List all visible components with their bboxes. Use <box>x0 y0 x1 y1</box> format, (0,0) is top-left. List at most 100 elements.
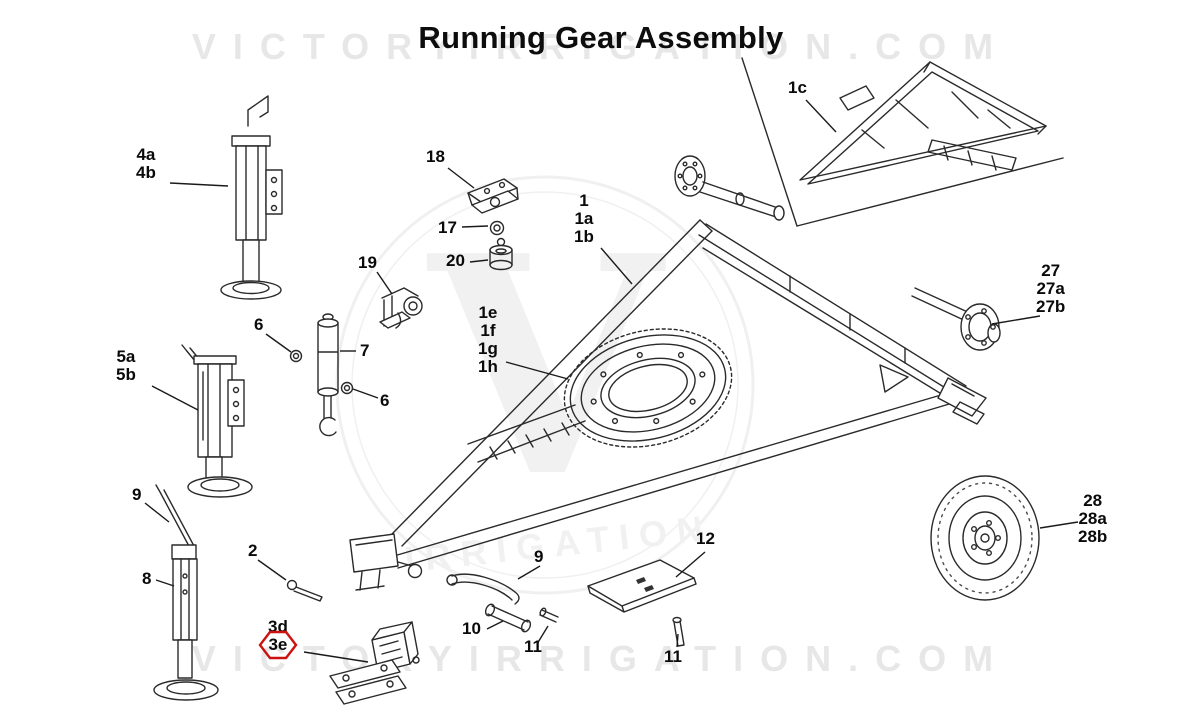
part-number: 28b <box>1078 527 1108 546</box>
part-number: 1 <box>579 191 589 210</box>
pin-2 <box>286 579 323 602</box>
cylinder-7 <box>317 313 339 437</box>
leader-line <box>991 315 1041 325</box>
part-number: 1c <box>788 78 807 97</box>
snap-rings-6 <box>289 349 354 395</box>
part-number: 5a <box>116 347 136 366</box>
part-number: 9 <box>534 547 544 566</box>
highlight-hexagon <box>258 630 298 660</box>
arm-9-center <box>446 573 520 605</box>
inset-boundary-lines <box>741 57 1064 227</box>
jack-4 <box>220 95 283 300</box>
inset-frame-1c <box>799 61 1047 185</box>
leader-line <box>447 167 475 189</box>
label-19: 19 <box>356 254 379 272</box>
leader-line <box>469 259 489 263</box>
leader-line <box>303 651 369 663</box>
part-number: 12 <box>696 529 715 548</box>
part-number: 20 <box>446 251 465 270</box>
roller-10 <box>484 603 532 633</box>
jack-8 <box>153 544 219 701</box>
main-frame <box>391 219 987 569</box>
leader-line <box>144 502 170 523</box>
label-20: 20 <box>444 252 467 270</box>
part-number: 18 <box>426 147 445 166</box>
leader-line <box>805 99 837 133</box>
part-number: 2 <box>248 541 258 560</box>
leader-line <box>600 247 633 285</box>
handle-rod-9-left <box>155 484 195 549</box>
part-number: 27b <box>1036 297 1066 316</box>
label-8: 8 <box>140 570 153 588</box>
part-number: 27a <box>1036 279 1065 298</box>
part-number: 1h <box>478 357 498 376</box>
label-1c: 1c <box>786 79 809 97</box>
leader-line <box>676 633 679 648</box>
leader-line <box>155 579 175 587</box>
label-7: 7 <box>358 342 371 360</box>
part-number: 1f <box>480 321 496 340</box>
label-10: 10 <box>460 620 483 638</box>
part-number: 1b <box>574 227 594 246</box>
leader-line <box>505 361 569 380</box>
part-number: 4b <box>136 163 156 182</box>
label-17: 17 <box>436 219 459 237</box>
part-number: 10 <box>462 619 481 638</box>
part-number: 19 <box>358 253 377 272</box>
part-number: 7 <box>360 341 370 360</box>
label-11-right: 11 <box>662 648 684 666</box>
part-number: 1e <box>478 303 498 322</box>
leader-line <box>461 225 489 228</box>
leader-line <box>265 333 292 353</box>
part-number: 5b <box>116 365 136 384</box>
part-number: 8 <box>142 569 152 588</box>
highlighted-part-number: 3e <box>258 630 298 660</box>
part-number: 4a <box>136 145 156 164</box>
label-18: 18 <box>424 148 447 166</box>
leader-line <box>1039 521 1079 529</box>
leader-line <box>151 385 199 411</box>
leader-line <box>536 625 549 645</box>
hub-27 <box>911 287 1001 351</box>
label-2: 2 <box>246 542 259 560</box>
wheel-28 <box>930 475 1040 601</box>
mount-block-3 <box>329 621 420 705</box>
jack-5 <box>181 344 253 498</box>
part-number: 1g <box>478 339 498 358</box>
part-number: 11 <box>664 647 682 666</box>
leader-line <box>376 271 393 295</box>
watermark-top: VICTORYIRRIGATION.COM <box>191 26 1011 67</box>
part-number: 27 <box>1041 261 1061 280</box>
part-number: 28a <box>1078 509 1107 528</box>
part-number: 1a <box>574 209 594 228</box>
page-title: Running Gear Assembly <box>418 20 784 55</box>
bracket-18-17-20 <box>467 178 519 271</box>
label-12: 12 <box>694 530 717 548</box>
turntable-ring-gear <box>563 328 733 448</box>
plate-12 <box>587 559 697 613</box>
leader-line <box>169 182 229 187</box>
part-number: 11 <box>524 637 542 656</box>
bracket-19 <box>379 287 423 329</box>
leader-line <box>486 620 504 630</box>
label-11-left: 11 <box>522 638 544 656</box>
label-9-left: 9 <box>130 486 143 504</box>
part-number: 6 <box>254 315 264 334</box>
leader-line <box>257 559 287 581</box>
leader-line <box>517 565 541 580</box>
leader-line <box>675 551 706 578</box>
hitch <box>349 533 423 591</box>
label-6-lower: 6 <box>378 392 391 410</box>
part-number: 9 <box>132 485 142 504</box>
pin-11-left <box>539 607 559 623</box>
